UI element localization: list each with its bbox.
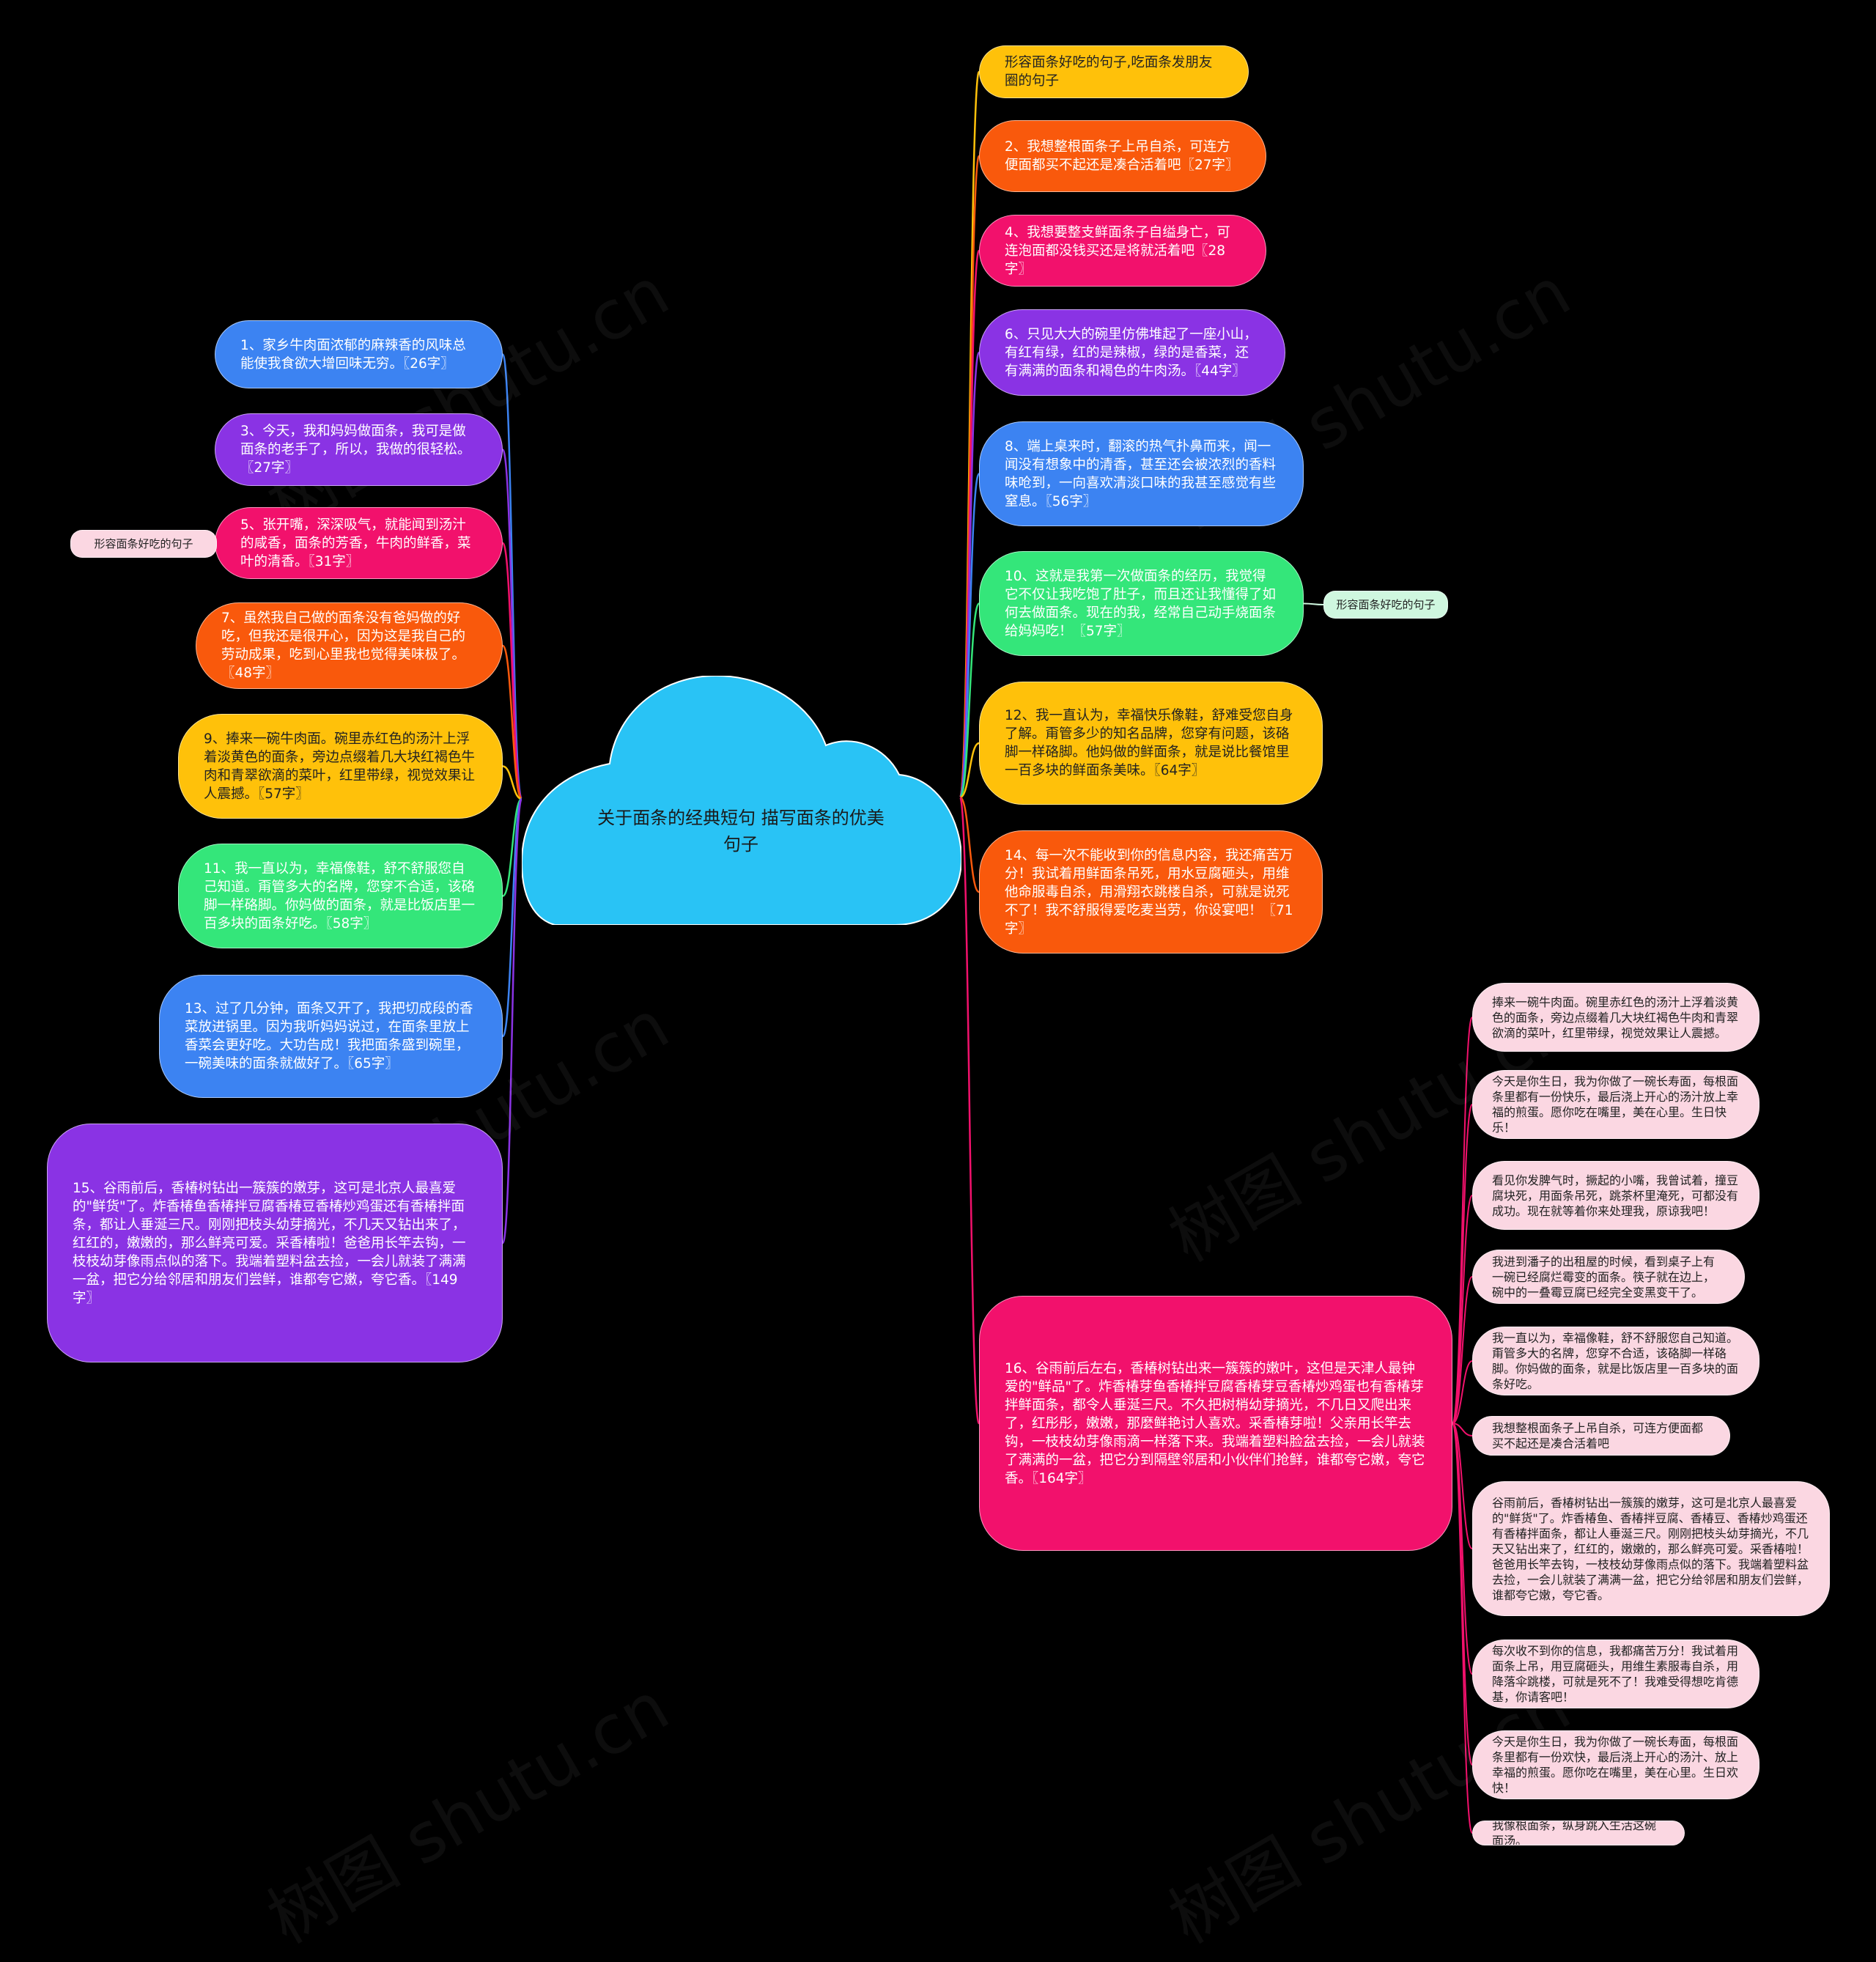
- branch-node-right[interactable]: 6、只见大大的碗里仿佛堆起了一座小山，有红有绿，红的是辣椒，绿的是香菜，还有满满…: [979, 309, 1285, 396]
- branch-node-left-text: 1、家乡牛肉面浓郁的麻辣香的风味总能使我食欲大增回味无穷。〖26字〗: [240, 337, 466, 372]
- sub-node-text: 我想整根面条子上吊自杀，可连方便面都买不起还是凑合活着吧: [1492, 1421, 1704, 1450]
- sub-node[interactable]: 我进到潘子的出租屋的时候，看到桌子上有一碗已经腐烂霉变的面条。筷子就在边上，碗中…: [1472, 1250, 1745, 1304]
- branch-node-left[interactable]: 9、捧来一碗牛肉面。碗里赤红色的汤汁上浮着淡黄色的面条，旁边点缀着几大块红褐色牛…: [178, 714, 503, 819]
- sub-link: [1452, 1195, 1473, 1424]
- sub-node-text: 今天是你生日，我为你做了一碗长寿面，每根面条里都有一份欢快，最后浇上开心的汤汁、…: [1492, 1735, 1739, 1795]
- branch-node-right[interactable]: 10、这就是我第一次做面条的经历，我觉得它不仅让我吃饱了肚子，而且还让我懂得了如…: [979, 551, 1304, 656]
- branch-node-right-text: 14、每一次不能收到你的信息内容，我还痛苦万分！我试着用鲜面条吊死，用水豆腐砸头…: [1005, 847, 1293, 937]
- sub-node[interactable]: 今天是你生日，我为你做了一碗长寿面，每根面条里都有一份欢快，最后浇上开心的汤汁、…: [1472, 1730, 1759, 1799]
- sub-link: [1452, 1423, 1473, 1437]
- sub-node[interactable]: 看见你发脾气时，撅起的小嘴，我曾试着，撞豆腐块死，用面条吊死，跳茶杯里淹死，可都…: [1472, 1161, 1759, 1230]
- branch-node-right[interactable]: 14、每一次不能收到你的信息内容，我还痛苦万分！我试着用鲜面条吊死，用水豆腐砸头…: [979, 830, 1323, 954]
- branch-node-right[interactable]: 4、我想要整支鲜面条子自缢身亡，可连泡面都没钱买还是将就活着吧〖28字〗: [979, 215, 1266, 287]
- sub-node-text: 我一直以为，幸福像鞋，舒不舒服您自己知道。甭管多大的名牌，您穿不合适，该硌脚一样…: [1492, 1331, 1739, 1391]
- branch-node-left[interactable]: 11、我一直以为，幸福像鞋，舒不舒服您自己知道。甭管多大的名牌，您穿不合适，该硌…: [178, 844, 503, 948]
- sub-node[interactable]: 我想整根面条子上吊自杀，可连方便面都买不起还是凑合活着吧: [1472, 1416, 1730, 1456]
- branch-node-right-text: 6、只见大大的碗里仿佛堆起了一座小山，有红有绿，红的是辣椒，绿的是香菜，还有满满…: [1005, 326, 1258, 379]
- branch-node-right-text: 12、我一直认为，幸福快乐像鞋，舒难受您自身了解。甭管多少的知名品牌，您穿有问题…: [1005, 708, 1293, 778]
- branch-node-left-text: 3、今天，我和妈妈做面条，我可是做面条的老手了，所以，我做的很轻松。〖27字〗: [240, 424, 471, 476]
- branch-node-left[interactable]: 7、虽然我自己做的面条没有爸妈做的好吃，但我还是很开心，因为这是我自己的劳动成果…: [196, 602, 503, 689]
- branch-node-left[interactable]: 1、家乡牛肉面浓郁的麻辣香的风味总能使我食欲大增回味无穷。〖26字〗: [215, 320, 503, 388]
- root-cloud-shape: [522, 676, 961, 925]
- branch-node-left-text: 11、我一直以为，幸福像鞋，舒不舒服您自己知道。甭管多大的名牌，您穿不合适，该硌…: [204, 860, 476, 932]
- sub-node-text: 今天是你生日，我为你做了一碗长寿面，每根面条里都有一份快乐，最后浇上开心的汤汁放…: [1492, 1074, 1739, 1135]
- connector-lines: [214, 70, 1473, 1834]
- sub-node[interactable]: 我一直以为，幸福像鞋，舒不舒服您自己知道。甭管多大的名牌，您穿不合适，该硌脚一样…: [1472, 1327, 1759, 1395]
- branch-link: [959, 796, 981, 893]
- branch-node-right[interactable]: 8、端上桌来时，翻滚的热气扑鼻而来，闻一闻没有想象中的清香，甚至还会被浓烈的香料…: [979, 421, 1304, 526]
- sub-link: [1452, 1360, 1473, 1424]
- branch-node-left[interactable]: 3、今天，我和妈妈做面条，我可是做面条的老手了，所以，我做的很轻松。〖27字〗: [215, 413, 503, 486]
- sub-link: [1452, 1423, 1473, 1766]
- branch-node-right[interactable]: 形容面条好吃的句子,吃面条发朋友圈的句子: [979, 45, 1249, 98]
- sub-node[interactable]: 我像根面条，纵身跳入生活这碗面汤。: [1472, 1821, 1685, 1845]
- sub-node-text: 捧来一碗牛肉面。碗里赤红色的汤汁上浮着淡黄色的面条，旁边点缀着几大块红褐色牛肉和…: [1492, 995, 1739, 1040]
- branch-node-left[interactable]: 13、过了几分钟，面条又开了，我把切成段的香菜放进锅里。因为我听妈妈说过，在面条…: [159, 975, 503, 1098]
- sub-node-text: 我像根面条，纵身跳入生活这碗面汤。: [1492, 1821, 1657, 1845]
- branch-node-left-text: 7、虽然我自己做的面条没有爸妈做的好吃，但我还是很开心，因为这是我自己的劳动成果…: [221, 611, 466, 681]
- branch-link: [959, 742, 980, 799]
- sub-link: [1452, 1423, 1473, 1549]
- sub-node-text: 每次收不到你的信息，我都痛苦万分！我试着用面条上吊，用豆腐砸头，用维生素服毒自杀…: [1492, 1644, 1739, 1704]
- branch-node-left-text: 5、张开嘴，深深吸气，就能闻到汤汁的咸香，面条的芳香，牛肉的鲜香，菜叶的清香。〖…: [240, 517, 471, 569]
- sub-link: [1452, 1104, 1473, 1424]
- branch-link: [959, 473, 981, 799]
- sub-node-text: 看见你发脾气时，撅起的小嘴，我曾试着，撞豆腐块死，用面条吊死，跳茶杯里淹死，可都…: [1492, 1173, 1739, 1218]
- branch-link: [501, 644, 523, 800]
- sub-node-text: 谷雨前后，香椿树钻出一簇簇的嫩芽，这可是北京人最喜爱的"鲜货"了。炸香椿鱼、香椿…: [1492, 1495, 1809, 1602]
- branch-node-left-text: 9、捧来一碗牛肉面。碗里赤红色的汤汁上浮着淡黄色的面条，旁边点缀着几大块红褐色牛…: [204, 731, 476, 802]
- branch-node-right-text: 4、我想要整支鲜面条子自缢身亡，可连泡面都没钱买还是将就活着吧〖28字〗: [1005, 224, 1230, 277]
- branch-link: [959, 796, 981, 1425]
- sub-node[interactable]: 捧来一碗牛肉面。碗里赤红色的汤汁上浮着淡黄色的面条，旁边点缀着几大块红褐色牛肉和…: [1472, 983, 1759, 1052]
- sub-node[interactable]: 今天是你生日，我为你做了一碗长寿面，每根面条里都有一份快乐，最后浇上开心的汤汁放…: [1472, 1070, 1759, 1139]
- branch-node-right-text: 10、这就是我第一次做面条的经历，我觉得它不仅让我吃饱了肚子，而且还让我懂得了如…: [1005, 568, 1277, 639]
- sub-node[interactable]: 每次收不到你的信息，我都痛苦万分！我试着用面条上吊，用豆腐砸头，用维生素服毒自杀…: [1472, 1640, 1759, 1708]
- branch-node-right[interactable]: 16、谷雨前后左右，香椿树钻出来一簇簇的嫩叶，这但是天津人最钟爱的"鲜品"了。炸…: [979, 1296, 1452, 1551]
- cloud-outline: [522, 676, 961, 925]
- branch-node-right[interactable]: 12、我一直认为，幸福快乐像鞋，舒难受您自身了解。甭管多少的知名品牌，您穿有问题…: [979, 682, 1323, 805]
- sub-node-text: 我进到潘子的出租屋的时候，看到桌子上有一碗已经腐烂霉变的面条。筷子就在边上，碗中…: [1492, 1254, 1716, 1299]
- branch-node-left-text: 13、过了几分钟，面条又开了，我把切成段的香菜放进锅里。因为我听妈妈说过，在面条…: [185, 1001, 473, 1072]
- branch-link: [502, 765, 522, 800]
- tag-node-right[interactable]: 形容面条好吃的句子: [1323, 591, 1448, 619]
- branch-node-right-text: 形容面条好吃的句子,吃面条发朋友圈的句子: [1005, 55, 1213, 89]
- branch-node-left-text: 15、谷雨前后，香椿树钻出一簇簇的嫩芽，这可是北京人最喜爱的"鲜货"了。炸香椿鱼…: [73, 1180, 466, 1306]
- branch-node-right-text: 16、谷雨前后左右，香椿树钻出来一簇簇的嫩叶，这但是天津人最钟爱的"鲜品"了。炸…: [1005, 1360, 1425, 1486]
- tag-node-left[interactable]: 形容面条好吃的句子: [70, 530, 217, 558]
- sub-link: [1452, 1276, 1473, 1424]
- branch-link: [501, 797, 523, 1244]
- branch-link: [959, 602, 981, 799]
- branch-node-right-text: 2、我想整根面条子上吊自杀，可连方便面都买不起还是凑合活着吧〖27字〗: [1005, 139, 1239, 173]
- branch-link: [501, 542, 523, 800]
- branch-link: [501, 797, 523, 897]
- branch-node-left[interactable]: 15、谷雨前后，香椿树钻出一簇簇的嫩芽，这可是北京人最喜爱的"鲜货"了。炸香椿鱼…: [47, 1124, 503, 1362]
- branch-link: [501, 449, 523, 800]
- branch-node-right-text: 8、端上桌来时，翻滚的热气扑鼻而来，闻一闻没有想象中的清香，甚至还会被浓烈的香料…: [1005, 438, 1277, 509]
- branch-node-left[interactable]: 5、张开嘴，深深吸气，就能闻到汤汁的咸香，面条的芳香，牛肉的鲜香，菜叶的清香。〖…: [215, 507, 503, 579]
- tag-node-right-text: 形容面条好吃的句子: [1336, 598, 1436, 611]
- tag-link: [1303, 602, 1324, 605]
- sub-link: [1452, 1423, 1473, 1834]
- tag-node-left-text: 形容面条好吃的句子: [94, 537, 193, 550]
- sub-node[interactable]: 谷雨前后，香椿树钻出一簇簇的嫩芽，这可是北京人最喜爱的"鲜货"了。炸香椿鱼、香椿…: [1472, 1481, 1830, 1616]
- branch-node-right[interactable]: 2、我想整根面条子上吊自杀，可连方便面都买不起还是凑合活着吧〖27字〗: [979, 120, 1266, 192]
- root-title[interactable]: 关于面条的经典短句 描写面条的优美句子: [597, 808, 885, 855]
